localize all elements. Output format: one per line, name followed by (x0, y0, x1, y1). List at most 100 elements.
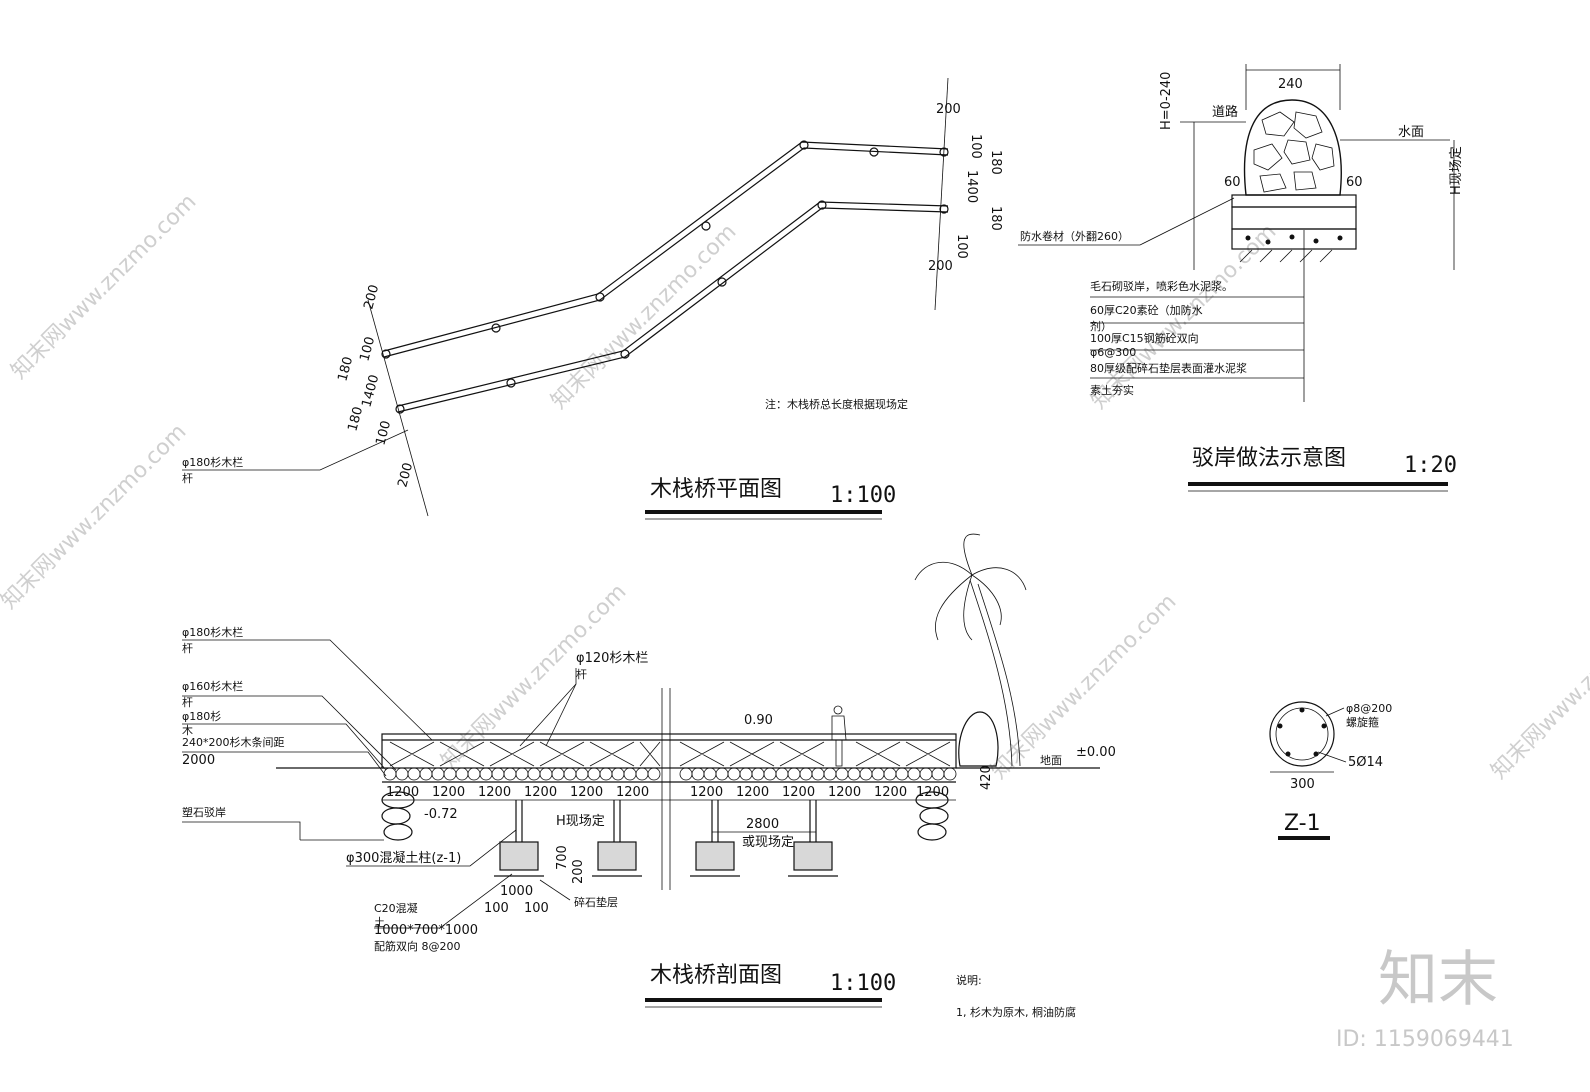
rev-60-left: 60 (1224, 175, 1241, 190)
columns (515, 800, 817, 842)
z1-dia: 300 (1290, 777, 1315, 792)
label-rock: 塑石驳岸 (182, 805, 226, 819)
spacing-1200: 1200 (478, 785, 511, 800)
spacing-1200: 1200 (432, 785, 465, 800)
rubble-stone (1243, 99, 1342, 196)
dim-180: 180 (988, 150, 1003, 175)
rev-layer-4: 80厚级配碎石垫层表面灌水泥浆 (1090, 361, 1247, 375)
brand-watermark: 知末 ID: 1159069441 (1336, 945, 1514, 1052)
dim-100: 100 (968, 134, 983, 159)
rev-h-label: H=0-240 (1159, 72, 1174, 130)
rev-layer-1: 毛石砌驳岸，喷彩色水泥浆。 (1090, 279, 1233, 293)
railing-label-cont: 杆 (182, 471, 193, 485)
rev-layer-2: 60厚C20素砼（加防水 (1090, 303, 1203, 317)
level-zero: ±0.00 (1076, 745, 1116, 760)
dim-100: 100 (524, 901, 549, 916)
label-c20-cont: 土 (374, 916, 385, 929)
label-rail120-cont: 杆 (576, 667, 587, 681)
section-scale: 1:100 (830, 971, 896, 996)
label-rail180: φ180杉木栏 (182, 625, 243, 639)
dim-420: 420 (979, 765, 994, 790)
railing-label: φ180杉木栏 (182, 455, 243, 469)
dim-200: 200 (571, 859, 586, 884)
level-minus: -0.72 (424, 807, 458, 822)
h-site: H现场定 (556, 814, 605, 829)
spacing-1200: 1200 (782, 785, 815, 800)
dim-180: 180 (345, 405, 366, 433)
dim-100: 100 (373, 419, 394, 447)
rev-h-site: H现场定 (1449, 146, 1464, 195)
watermark-text: 知末网www.znzmo.com (0, 419, 191, 614)
plan-view: 200 100 180 1400 180 100 200 200 100 180… (182, 77, 1003, 520)
label-column: φ300混凝土柱(z-1) (346, 850, 461, 866)
deck-cross-bracing (389, 741, 951, 767)
deck-logs (383, 767, 957, 781)
section-view: 1200 1200 1200 1200 1200 1200 1200 1200 … (182, 533, 1116, 1008)
notes-item-1: 1, 杉木为原木, 桐油防腐 (956, 1005, 1076, 1019)
spacing-1200: 1200 (874, 785, 907, 800)
watermark-text: 知末网www.znzmo.com (547, 219, 742, 414)
dim-200: 200 (936, 102, 961, 117)
footings (494, 841, 838, 877)
rev-layer-2b: 剂） (1090, 319, 1112, 333)
rev-60-right: 60 (1346, 175, 1363, 190)
z1-stirrup-note: 螺旋箍 (1346, 715, 1379, 729)
railing-height: 0.90 (744, 713, 773, 728)
plan-scale: 1:100 (830, 483, 896, 508)
spacing-1200: 1200 (616, 785, 649, 800)
notes-heading: 说明: (956, 973, 982, 987)
label-rail180-cont: 杆 (182, 641, 193, 655)
column-detail: φ8@200 螺旋箍 5Ø14 300 Z-1 (1269, 701, 1392, 840)
dim-180: 180 (988, 206, 1003, 231)
rev-layer-3: 100厚C15钢筋砼双向 (1090, 331, 1199, 345)
label-beam: 240*200杉木条间距 (182, 735, 285, 749)
dim-1400: 1400 (964, 170, 979, 203)
label-rail160-cont: 杆 (182, 695, 193, 709)
dim-200: 200 (361, 283, 382, 311)
dim-700: 700 (555, 845, 570, 870)
spacing-dims: 1200 1200 1200 1200 1200 1200 1200 1200 … (386, 785, 949, 800)
dim-200: 200 (928, 259, 953, 274)
notes: 说明: 1, 杉木为原木, 桐油防腐 (956, 973, 1076, 1019)
rev-width: 240 (1278, 77, 1303, 92)
rev-title: 驳岸做法示意图 (1192, 446, 1346, 471)
plan-title: 木栈桥平面图 (650, 477, 782, 502)
label-rebar: 配筋双向 8@200 (374, 939, 461, 953)
spacing-1200: 1200 (570, 785, 603, 800)
label-rail180b-cont: 木 (182, 724, 193, 737)
watermark-text: 知末网www.znzmo.com (7, 189, 202, 384)
dim-1400: 1400 (359, 373, 382, 409)
label-footing: 1000*700*1000 (374, 923, 478, 938)
label-beam-spacing: 2000 (182, 753, 215, 768)
palm-tree-icon (914, 533, 1027, 767)
rev-road: 道路 (1212, 104, 1238, 120)
rev-water: 水面 (1398, 125, 1424, 140)
plan-note: 注：木栈桥总长度根据现场定 (765, 397, 908, 411)
ground-label: 地面 (1040, 754, 1062, 767)
dim-200: 200 (395, 461, 416, 489)
label-rail180b: φ180杉 (182, 709, 221, 723)
rock-sculpture (958, 711, 999, 767)
spacing-1200: 1200 (736, 785, 769, 800)
z1-title: Z-1 (1284, 811, 1321, 836)
span-2800: 2800 (746, 817, 779, 832)
brand-logo: 知末 (1378, 945, 1498, 1015)
dim-1000: 1000 (500, 884, 533, 899)
rev-membrane: 防水卷材（外翻260） (1020, 229, 1129, 243)
rev-scale: 1:20 (1404, 453, 1457, 478)
dim-180: 180 (335, 355, 356, 383)
label-c20: C20混凝 (374, 901, 418, 915)
label-rail120: φ120杉木栏 (576, 651, 648, 666)
spacing-1200: 1200 (690, 785, 723, 800)
z1-rebar: 5Ø14 (1348, 755, 1383, 770)
human-figure (831, 705, 847, 767)
dim-100: 100 (484, 901, 509, 916)
rev-layer-5: 素土夯实 (1090, 383, 1134, 397)
spacing-1200: 1200 (524, 785, 557, 800)
spacing-1200: 1200 (828, 785, 861, 800)
rev-layer-3b: φ6@300 (1090, 346, 1136, 359)
z1-stirrup: φ8@200 (1346, 702, 1392, 715)
watermark-text: 知末网www.znzmo.com (437, 579, 632, 774)
watermark-layer: 知末网www.znzmo.com 知末网www.znzmo.com 知末网www… (0, 189, 1590, 784)
